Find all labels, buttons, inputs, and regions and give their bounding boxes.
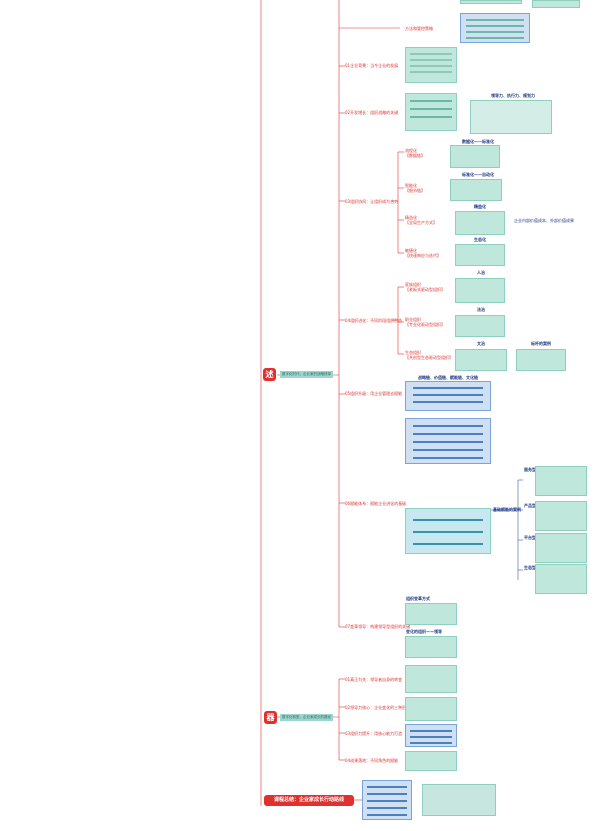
thumb-06-r4: [535, 564, 587, 594]
node-06-right: 基础赋能的案例: [493, 507, 521, 512]
thumb-03-c: [455, 211, 505, 235]
thumb-top-2: [532, 0, 580, 8]
node-03-c-top: 精益化: [474, 204, 486, 209]
node-02-top: 领导力、执行力、规划力: [491, 93, 535, 98]
node-01[interactable]: 01企业背景：当今企业的发展: [345, 63, 399, 68]
node-q04[interactable]: 04成果落地：不同角色的赋能: [345, 758, 399, 763]
node-04-a-top: 人治: [477, 270, 485, 275]
node-05[interactable]: 05组织升级：用企业管理去赋能: [345, 391, 403, 396]
thumb-04-c: [455, 349, 507, 371]
node-04-a[interactable]: 家族组织 【老板式驱动型组织】: [405, 282, 445, 292]
thumb-04-b: [455, 315, 505, 337]
thumb-07-b: [405, 636, 457, 658]
thumb-q01: [405, 665, 457, 693]
thumb-q03: [405, 724, 457, 747]
node-04-c[interactable]: 生态组织 【共创型生态驱动型组织】: [405, 350, 453, 360]
thumb-02-b: [470, 100, 552, 134]
thumb-03-b: [450, 179, 502, 201]
node-03-a[interactable]: 流程化 【数据链】: [405, 148, 425, 158]
thumb-q02: [405, 697, 457, 721]
node-q01[interactable]: 01真正为先：领导者自身的转变: [345, 677, 403, 682]
node-03-d[interactable]: 敏捷化 【快速响应与迭代】: [405, 248, 441, 258]
node-05-top: 战略链、价值链、赋能链、文化链: [418, 375, 478, 380]
node-03-d-top: 生态化: [474, 237, 486, 242]
thumb-02-a: [405, 93, 457, 131]
thumb-summary-b: [422, 784, 496, 816]
thumb-03-d: [455, 244, 505, 266]
thumb-03-a: [450, 145, 500, 168]
node-06[interactable]: 06赋能体系：赋能企业进化的基础: [345, 501, 407, 506]
node-q03[interactable]: 03组织力提升：用核心能力打造: [345, 731, 403, 736]
thumb-summary-a: [362, 780, 412, 820]
thumb-06-r1: [535, 466, 587, 496]
thumb-04-a: [455, 278, 505, 303]
thumb-q04: [405, 751, 457, 771]
node-03[interactable]: 03组织协同：让组织成为合力: [345, 199, 399, 204]
thumb-top-measure: [460, 13, 530, 43]
node-03-b[interactable]: 智能化 【细节链】: [405, 183, 425, 193]
node-04-c-right: 标杆的案例: [531, 341, 551, 346]
node-04[interactable]: 04组织进化：不同阶段组织形态: [345, 318, 403, 323]
thumb-06-r3: [535, 533, 587, 563]
node-q02[interactable]: 02领导力核心：企业变化的三种形态: [345, 705, 411, 710]
node-07-top: 组织变革方式: [406, 596, 430, 601]
thumb-01: [405, 47, 457, 83]
node-04-c-top: 文治: [477, 341, 485, 346]
thumb-04-c-right: [516, 349, 566, 371]
node-04-b-top: 法治: [477, 307, 485, 312]
thumb-top-1: [460, 0, 522, 4]
node-03-b-top: 标准化——自动化: [462, 172, 494, 177]
thumb-06-b: [405, 508, 491, 554]
node-top-measure[interactable]: 方法和管控策略: [405, 26, 433, 31]
node-07-mid: 变化的组织——领导: [406, 629, 442, 634]
node-07[interactable]: 07变革领导：构建领导型组织的关键: [345, 624, 411, 629]
node-06-r3: 平台型: [524, 535, 536, 540]
root-node-summary[interactable]: 课程总结：企业家成长行动路线: [264, 795, 354, 806]
node-06-r2: 产品型: [524, 503, 536, 508]
node-03-c-right: 企业内部价值成本、外部价值成果: [514, 218, 574, 223]
thumb-06-a: [405, 418, 491, 464]
branch-label-shu: 数字化时代，企业家的战略抉择: [280, 371, 333, 378]
branch-label-qi: 数字化转型，企业家成长的路径: [280, 714, 333, 721]
node-03-c[interactable]: 精益化 【全局生产方式】: [405, 215, 437, 225]
root-node-qi[interactable]: 器: [264, 711, 277, 724]
node-06-r4: 生态型: [524, 565, 536, 570]
thumb-05: [405, 381, 491, 411]
node-02[interactable]: 02开发增长：组织战略的关键: [345, 110, 399, 115]
thumb-07-a: [405, 603, 457, 625]
node-03-a-top: 数据化——标准化: [462, 139, 494, 144]
thumb-06-r2: [535, 501, 587, 531]
node-04-b[interactable]: 职业组织 【专业化驱动型组织】: [405, 317, 445, 327]
root-node-shu[interactable]: 述: [263, 368, 276, 381]
node-06-r1: 服务型: [524, 467, 536, 472]
